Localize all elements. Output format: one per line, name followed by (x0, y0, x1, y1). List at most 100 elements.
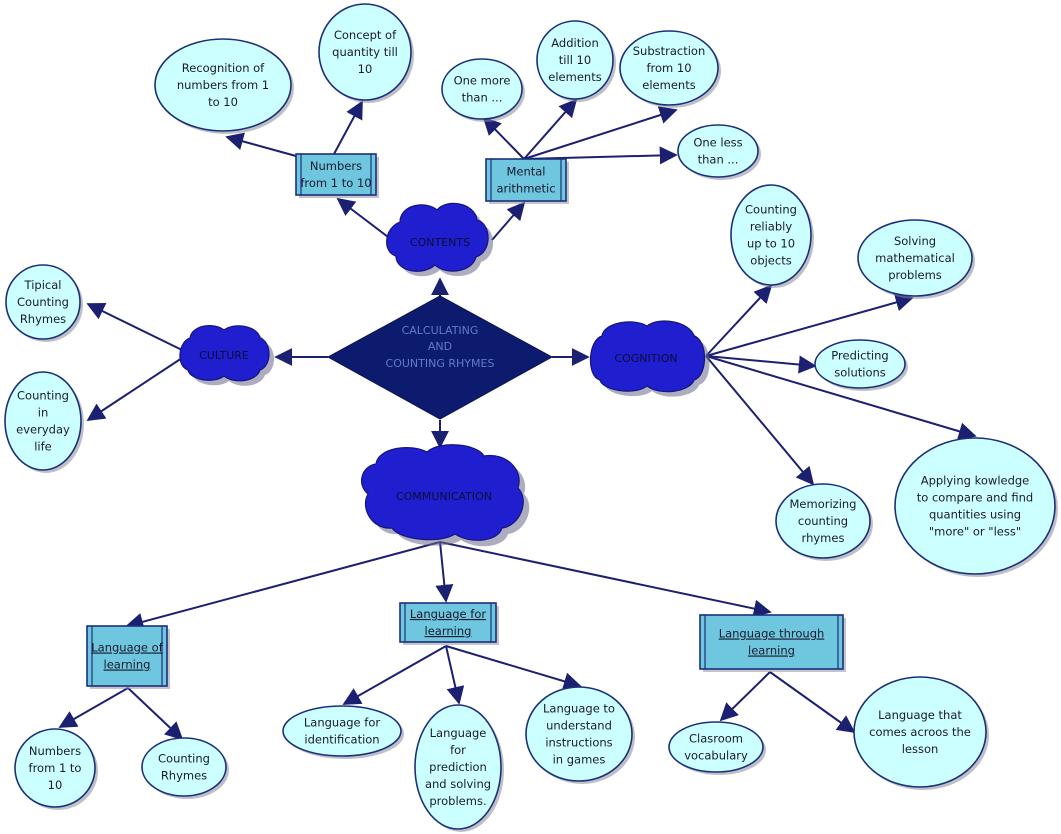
node-addition-line-3: elements (548, 70, 601, 84)
node-prediction-line-4: and solving (425, 777, 491, 791)
node-instructions-line-3: instructions (545, 736, 612, 750)
connector-16 (705, 293, 914, 357)
connector-23 (58, 687, 129, 728)
node-lang-of-line-1: Language of (91, 641, 163, 655)
node-identification[interactable]: Language for identification (282, 705, 404, 759)
node-numbers-1-10-line-2: from 1 to (29, 761, 82, 775)
node-lesson-line-3: lesson (902, 742, 939, 756)
node-memorizing-line-3: rhymes (802, 531, 845, 545)
node-numbers-1-10-line-1: Numbers (29, 744, 81, 758)
connector-20 (125, 541, 441, 631)
node-one-less-line-1: One less (693, 136, 742, 150)
node-tipical-line-2: Counting (17, 295, 69, 309)
center-line-3: COUNTING RHYMES (386, 357, 495, 370)
node-lesson-line-1: Language that (878, 708, 962, 722)
node-prediction[interactable]: Language for prediction and solving problems… (414, 704, 504, 832)
cloud-culture[interactable]: CULTURE (179, 324, 274, 386)
connector-28 (719, 671, 771, 722)
connector-18 (705, 355, 815, 486)
node-instructions-line-4: in games (553, 753, 606, 767)
connector-15 (705, 284, 773, 357)
node-solving-line-1: Solving (894, 234, 936, 248)
node-classroom-line-2: vocabulary (684, 749, 748, 763)
node-prediction-line-1: Language (430, 726, 487, 740)
node-numbers[interactable]: Numbers from 1 to 10 (295, 153, 379, 198)
connector-22 (439, 541, 772, 618)
node-identification-line-2: identification (304, 733, 379, 747)
connector-25 (342, 645, 447, 705)
node-identification-line-1: Language for (304, 716, 380, 730)
node-everyday-line-4: life (34, 440, 52, 454)
node-predicting-line-1: Predicting (831, 349, 888, 363)
node-classroom[interactable]: Clasroom vocabulary (668, 721, 766, 775)
node-recognition-line-3: to 10 (208, 95, 238, 109)
cloud-culture-label: CULTURE (199, 349, 249, 362)
node-addition-line-1: Addition (551, 36, 599, 50)
node-prediction-line-2: for (450, 743, 466, 757)
connector-5 (336, 197, 393, 241)
node-lesson-line-2: comes acroos the (869, 725, 971, 739)
node-counting-rhymes-line-1: Counting (158, 752, 210, 766)
node-counting-reliably-line-3: up to 10 (747, 237, 795, 251)
node-one-less[interactable]: One less than ... (677, 124, 761, 180)
node-counting-reliably-line-1: Counting (745, 203, 797, 217)
ellipse-nodes: Recognition of numbers from 1 to 10 Concept… (4, 3, 1058, 832)
node-prediction-line-5: problems. (429, 794, 486, 808)
node-memorizing-line-1: Memorizing (790, 497, 857, 511)
node-subtraction-line-3: elements (642, 78, 695, 92)
node-lang-for-line-2: learning (425, 624, 472, 638)
node-classroom-line-1: Clasroom (689, 732, 743, 746)
node-lang-of[interactable]: Language of learning (86, 625, 170, 689)
connector-21 (435, 541, 454, 603)
node-recognition-line-1: Recognition of (182, 61, 265, 75)
connector-26 (445, 645, 465, 705)
center-node[interactable]: CALCULATING AND COUNTING RHYMES (326, 295, 554, 420)
node-counting-reliably-line-4: objects (750, 254, 791, 268)
cloud-communication[interactable]: COMMUNICATION (360, 444, 530, 547)
connector-10 (523, 98, 578, 160)
node-one-more[interactable]: One morethan ... (441, 58, 525, 122)
cloud-cognition-label: COGNITION (614, 352, 677, 365)
node-subtraction-line-2: from 10 (646, 61, 691, 75)
node-recognition-line-2: numbers from 1 (177, 78, 269, 92)
node-lang-of-line-2: learning (104, 658, 151, 672)
node-instructions-line-2: understand (546, 719, 612, 733)
cloud-contents[interactable]: CONTENTS (386, 202, 494, 277)
connector-11 (523, 106, 678, 160)
node-applying-line-3: quantities using (929, 508, 1021, 522)
connector-6 (491, 201, 526, 241)
connector-17 (705, 355, 817, 374)
node-applying-line-1: Applying kowledge (921, 474, 1030, 488)
cloud-communication-label: COMMUNICATION (396, 490, 492, 503)
cloud-cognition[interactable]: COGNITION (589, 320, 710, 397)
connector-13 (86, 303, 183, 351)
node-numbers-line-1: Numbers (310, 159, 362, 173)
node-counting-rhymes-line-2: Rhymes (161, 769, 207, 783)
node-numbers-line-2: from 1 to 10 (300, 176, 371, 190)
node-tipical-line-3: Rhymes (20, 312, 66, 326)
node-recognition[interactable]: Recognition of numbers from 1 to 10 (154, 38, 294, 134)
node-prediction-line-3: prediction (429, 760, 487, 774)
node-one-less-line-2: than ... (698, 153, 739, 167)
node-solving-line-3: problems (888, 268, 942, 282)
node-lesson[interactable]: Language that comes acroos the lesson (853, 676, 989, 790)
node-everyday-line-1: Counting (17, 389, 69, 403)
center-line-1: CALCULATING (402, 324, 479, 337)
connector-27 (445, 645, 582, 690)
